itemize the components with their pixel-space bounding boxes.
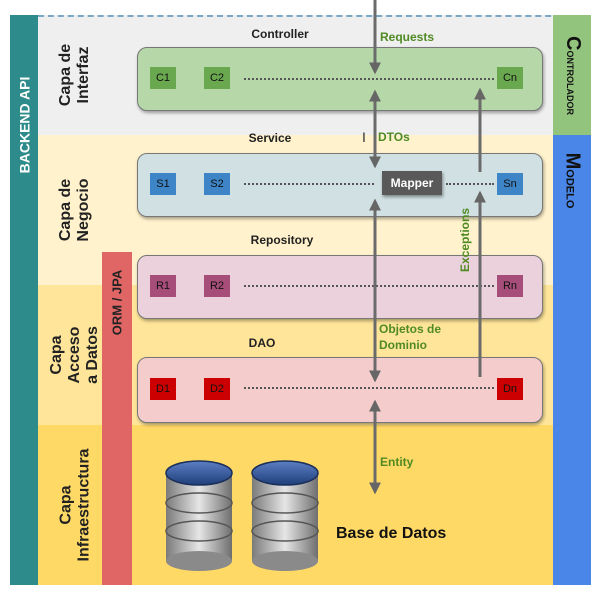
database-icon-1 — [165, 460, 233, 571]
controller-dots — [244, 78, 494, 80]
component-d2: D2 — [204, 378, 230, 400]
band-title-service: Service — [248, 131, 292, 145]
cursor-icon: I — [362, 129, 366, 145]
label-exceptions: Exceptions — [458, 207, 472, 273]
component-cn: Cn — [497, 67, 523, 89]
service-dots-left — [244, 183, 374, 185]
service-container — [137, 153, 543, 217]
database-icon-2 — [251, 460, 319, 571]
modelo-box: MODELO — [553, 135, 591, 585]
component-rn: Rn — [497, 275, 523, 297]
dao-dots — [244, 387, 494, 389]
component-sn: Sn — [497, 173, 523, 195]
label-entity: Entity — [380, 455, 414, 469]
mapper-box: Mapper — [382, 171, 442, 195]
component-s1: S1 — [150, 173, 176, 195]
database-label: Base de Datos — [336, 525, 447, 542]
band-title-repository: Repository — [250, 233, 314, 247]
component-c1: C1 — [150, 67, 176, 89]
component-dn: Dn — [497, 378, 523, 400]
orm-jpa-bar: ORM / JPA — [102, 252, 132, 585]
database-icons — [165, 460, 319, 571]
service-dots-right — [446, 183, 494, 185]
label-objetos-2: Dominio — [379, 338, 427, 352]
label-requests: Requests — [380, 30, 435, 44]
band-title-dao: DAO — [248, 336, 276, 350]
label-objetos-1: Objetos de — [379, 322, 442, 336]
backend-api-bar: BACKEND API — [10, 15, 38, 585]
component-d1: D1 — [150, 378, 176, 400]
component-r2: R2 — [204, 275, 230, 297]
component-r1: R1 — [150, 275, 176, 297]
label-dtos: DTOs — [378, 130, 410, 144]
component-s2: S2 — [204, 173, 230, 195]
component-c2: C2 — [204, 67, 230, 89]
top-dashed-line — [38, 15, 591, 17]
band-title-controller: Controller — [251, 27, 309, 41]
controlador-box: CONTROLADOR — [553, 15, 591, 135]
